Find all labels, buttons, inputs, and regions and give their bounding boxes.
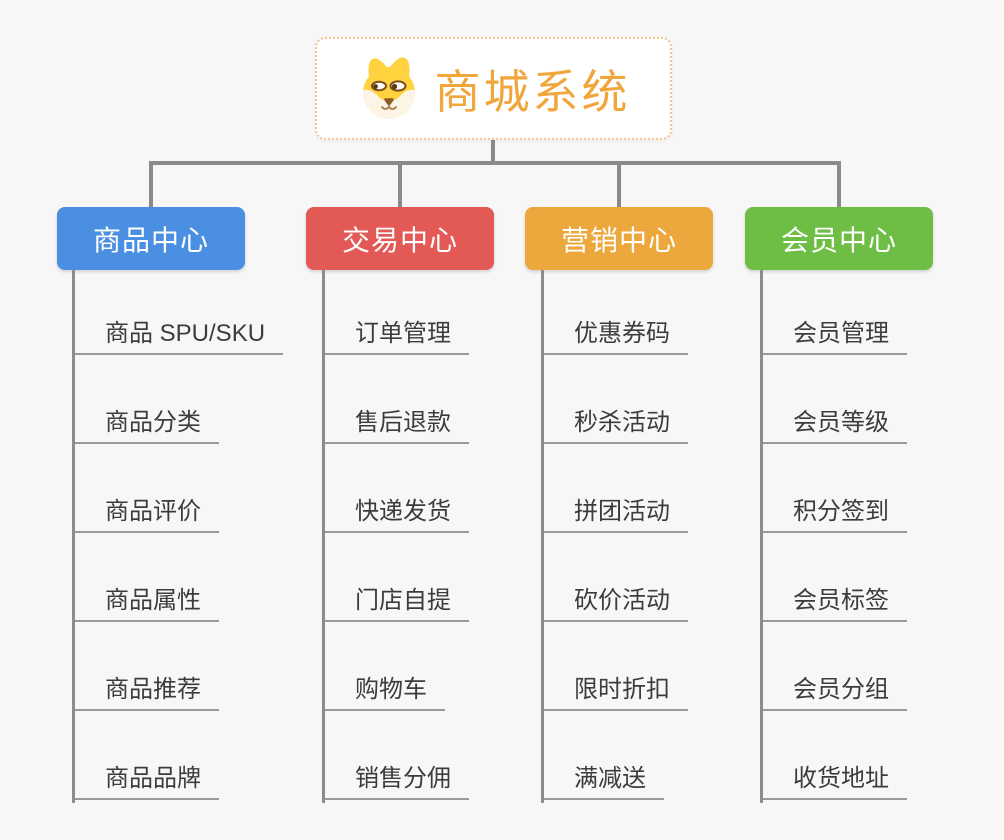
topic-item[interactable]: 限时折扣 bbox=[541, 622, 688, 711]
branch-node-label: 交易中心 bbox=[341, 224, 458, 256]
branch-node-member-center[interactable]: 会员中心 bbox=[745, 207, 933, 270]
connector-drop bbox=[617, 161, 621, 207]
topic-item[interactable]: 门店自提 bbox=[322, 533, 469, 622]
topic-item[interactable]: 商品 SPU/SKU bbox=[72, 270, 284, 355]
topic-item-label: 会员管理 bbox=[793, 320, 889, 347]
topic-item-label: 商品推荐 bbox=[105, 676, 201, 703]
topic-item-label: 商品分类 bbox=[105, 409, 201, 436]
topic-item[interactable]: 会员分组 bbox=[760, 622, 907, 711]
topic-item[interactable]: 商品分类 bbox=[72, 355, 219, 444]
topic-item-label: 商品 SPU/SKU bbox=[105, 320, 266, 347]
topic-item-label: 商品品牌 bbox=[105, 765, 201, 792]
connector-trunk bbox=[491, 140, 495, 165]
topic-item-label: 砍价活动 bbox=[574, 587, 670, 614]
topic-item[interactable]: 商品评价 bbox=[72, 444, 219, 533]
topic-item-label: 商品评价 bbox=[105, 498, 201, 525]
root-topic-node[interactable]: 商城系统 bbox=[315, 37, 672, 140]
topic-item[interactable]: 订单管理 bbox=[322, 270, 469, 355]
topic-item-label: 收货地址 bbox=[793, 765, 889, 792]
root-topic-title: 商城系统 bbox=[434, 65, 631, 118]
branch-marketing-children: 优惠券码 秒杀活动 拼团活动 砍价活动 限时折扣 满减送 bbox=[541, 270, 688, 803]
branch-product-children: 商品 SPU/SKU 商品分类 商品评价 商品属性 商品推荐 商品品牌 bbox=[72, 270, 284, 803]
branch-node-label: 商品中心 bbox=[92, 224, 209, 256]
shiba-dog-face-icon bbox=[357, 56, 421, 121]
connector-rail bbox=[149, 161, 841, 165]
connector-drop bbox=[837, 161, 841, 207]
topic-item[interactable]: 会员管理 bbox=[760, 270, 907, 355]
topic-item-label: 优惠券码 bbox=[574, 320, 670, 347]
topic-item-label: 满减送 bbox=[574, 765, 646, 792]
topic-item-label: 门店自提 bbox=[355, 587, 451, 614]
branch-node-product-center[interactable]: 商品中心 bbox=[57, 207, 245, 270]
topic-item-label: 快递发货 bbox=[355, 498, 451, 525]
connector-drop bbox=[149, 161, 153, 207]
branch-node-label: 会员中心 bbox=[780, 224, 897, 256]
branch-trade-children: 订单管理 售后退款 快递发货 门店自提 购物车 销售分佣 bbox=[322, 270, 469, 803]
topic-item-label: 商品属性 bbox=[105, 587, 201, 614]
topic-item-label: 会员等级 bbox=[793, 409, 889, 436]
topic-item-label: 订单管理 bbox=[355, 320, 451, 347]
topic-item-label: 购物车 bbox=[355, 676, 427, 703]
topic-item[interactable]: 售后退款 bbox=[322, 355, 469, 444]
topic-item[interactable]: 商品推荐 bbox=[72, 622, 219, 711]
topic-item-label: 售后退款 bbox=[355, 409, 451, 436]
topic-item-label: 会员标签 bbox=[793, 587, 889, 614]
topic-item[interactable]: 商品品牌 bbox=[72, 711, 219, 800]
topic-item-label: 积分签到 bbox=[793, 498, 889, 525]
topic-item[interactable]: 购物车 bbox=[322, 622, 445, 711]
topic-item[interactable]: 商品属性 bbox=[72, 533, 219, 622]
topic-item[interactable]: 会员标签 bbox=[760, 533, 907, 622]
topic-item[interactable]: 积分签到 bbox=[760, 444, 907, 533]
topic-item-label: 秒杀活动 bbox=[574, 409, 670, 436]
topic-item-label: 限时折扣 bbox=[574, 676, 670, 703]
branch-node-label: 营销中心 bbox=[560, 224, 677, 256]
branch-node-trade-center[interactable]: 交易中心 bbox=[306, 207, 494, 270]
topic-item-label: 销售分佣 bbox=[355, 765, 451, 792]
topic-item-label: 会员分组 bbox=[793, 676, 889, 703]
topic-item[interactable]: 秒杀活动 bbox=[541, 355, 688, 444]
topic-item[interactable]: 销售分佣 bbox=[322, 711, 469, 800]
connector-drop bbox=[398, 161, 402, 207]
topic-item[interactable]: 优惠券码 bbox=[541, 270, 688, 355]
branch-member-children: 会员管理 会员等级 积分签到 会员标签 会员分组 收货地址 bbox=[760, 270, 907, 803]
topic-item-label: 拼团活动 bbox=[574, 498, 670, 525]
topic-item[interactable]: 砍价活动 bbox=[541, 533, 688, 622]
topic-item[interactable]: 满减送 bbox=[541, 711, 664, 800]
branch-node-marketing-center[interactable]: 营销中心 bbox=[525, 207, 713, 270]
topic-item[interactable]: 拼团活动 bbox=[541, 444, 688, 533]
topic-item[interactable]: 快递发货 bbox=[322, 444, 469, 533]
topic-item[interactable]: 收货地址 bbox=[760, 711, 907, 800]
topic-item[interactable]: 会员等级 bbox=[760, 355, 907, 444]
